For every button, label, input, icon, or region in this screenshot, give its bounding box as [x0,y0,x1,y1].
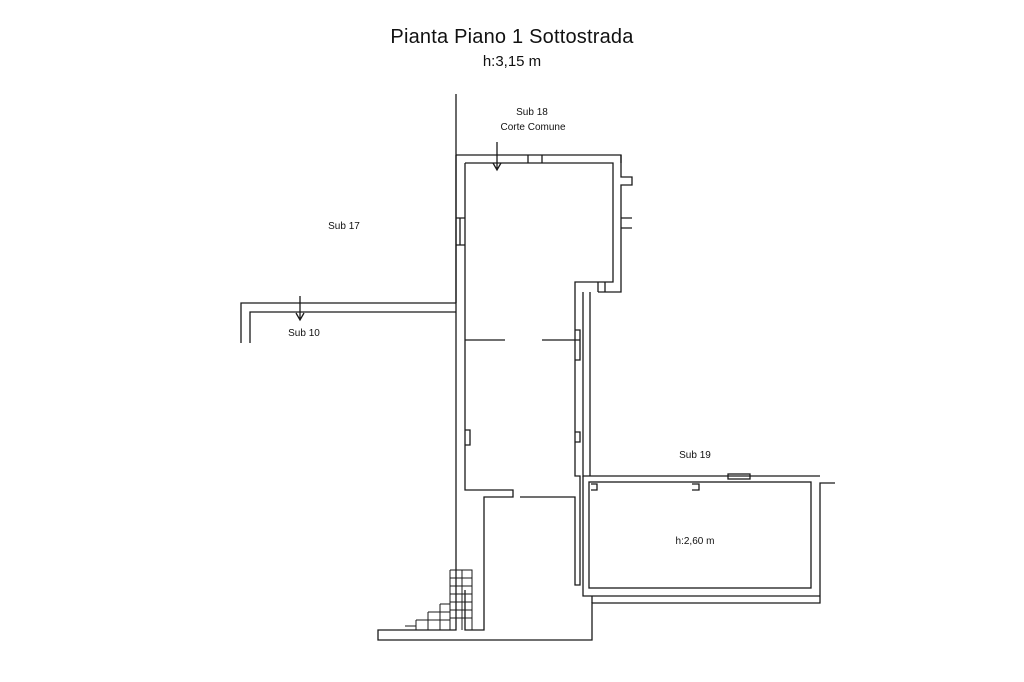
right-wall-mark-2 [575,431,581,443]
room-notch-2 [692,483,700,491]
main-inner-wall-left [464,163,514,631]
column-mark [465,429,471,446]
sub10-wall-outer [240,302,456,343]
label-sub17: Sub 17 [328,221,360,232]
label-sub10: Sub 10 [288,328,320,339]
window-right-upper [621,217,632,229]
window-sub19 [727,473,751,480]
label-sub18: Sub 18 [516,107,548,118]
main-inner-wall-top [465,162,614,586]
room-sub19-outer [582,476,820,597]
staircase [405,569,473,630]
entry-arrow-sub10 [295,296,305,322]
main-outer-wall [377,312,835,641]
label-room-height: h:2,60 m [676,536,715,547]
room-notch-1 [591,483,598,491]
plan-title: Pianta Piano 1 Sottostrada [390,26,634,48]
label-sub19: Sub 19 [679,450,711,461]
sub10-wall-inner [249,311,456,343]
label-corte-comune: Corte Comune [500,122,565,133]
room-sub19 [588,481,812,589]
small-notch-top-right [597,282,606,292]
window-left [456,217,465,246]
inner-wall-right-thick [582,292,820,477]
wall-notch-top [527,155,543,163]
entry-arrow-sub18 [492,142,502,172]
main-outer-wall-top [456,154,633,293]
right-wall-mark [575,329,581,361]
plan-height-label: h:3,15 m [482,53,542,70]
